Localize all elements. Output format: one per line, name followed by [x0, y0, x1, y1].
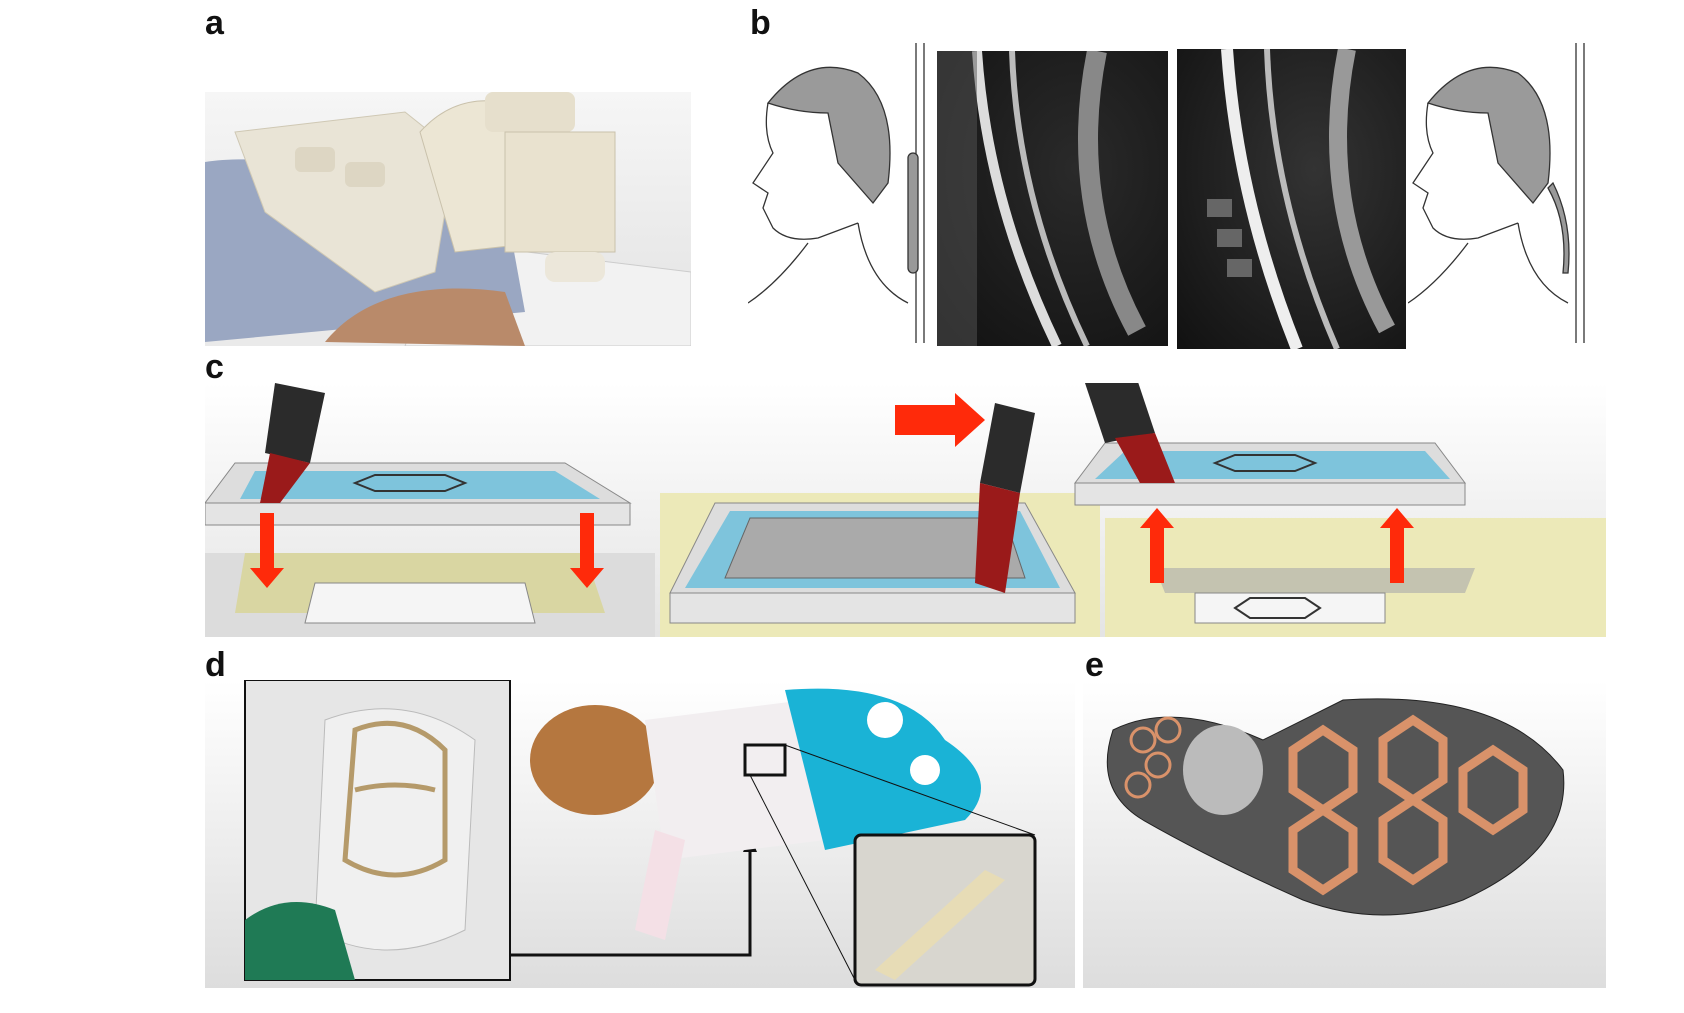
panel-b [748, 43, 1608, 353]
panel-e-coil-array-render [1083, 680, 1606, 988]
panel-c-printing-steps [205, 383, 1606, 637]
panel-label-a: a [205, 4, 224, 42]
flexible-coil-photo [244, 680, 511, 981]
panel-label-d: d [205, 646, 226, 684]
head-sketch-left [748, 43, 925, 343]
panel-d [205, 680, 1075, 988]
panel-label-b: b [750, 4, 771, 42]
mri-scan-1 [937, 51, 1168, 346]
step-2-squeegee [660, 393, 1100, 637]
panel-label-e: e [1085, 646, 1104, 684]
panel-a-mri-photo [205, 92, 691, 346]
panel-label-c: c [205, 348, 224, 386]
mri-scan-2 [1177, 49, 1406, 349]
baby-doll-photo [530, 688, 981, 940]
step-1-print [205, 383, 655, 637]
step-3-lift [1074, 383, 1606, 637]
head-sketch-right [1408, 43, 1608, 353]
